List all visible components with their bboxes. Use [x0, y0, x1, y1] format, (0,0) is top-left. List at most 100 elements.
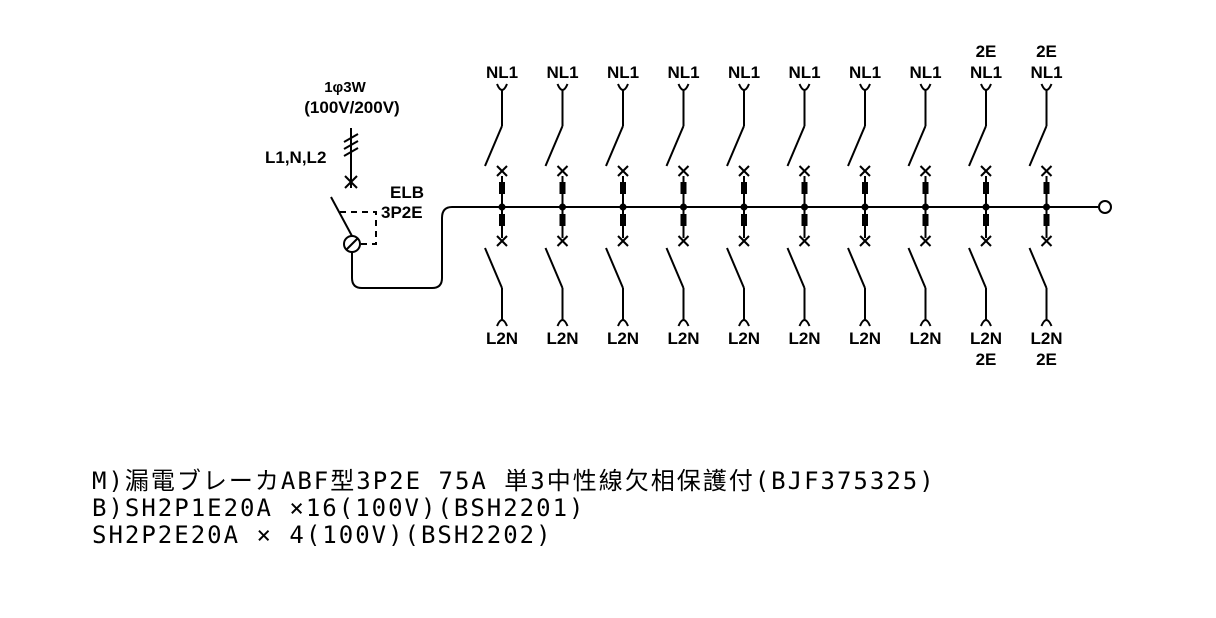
terminal-mark	[677, 83, 690, 91]
branch-top-pole-label: 2E	[1036, 42, 1057, 61]
switch-blade	[665, 247, 685, 289]
contact-x	[556, 235, 569, 247]
branch-bottom-label: L2N	[788, 329, 820, 348]
clip-block	[922, 214, 929, 226]
branch-top-label: NL1	[486, 63, 518, 82]
contact-x	[617, 165, 629, 177]
terminal-mark	[738, 83, 750, 91]
contact-x	[859, 165, 871, 177]
terminal-mark	[1040, 319, 1053, 327]
contact-x	[1040, 235, 1053, 247]
contact-x	[496, 165, 508, 177]
switch-blade	[968, 247, 987, 289]
terminal-mark	[496, 319, 508, 327]
branch-bottom-label: L2N	[849, 329, 881, 348]
branch-bottom-label: L2N	[607, 329, 639, 348]
switch-blade	[847, 247, 866, 289]
contact-x	[980, 165, 992, 177]
clip-block	[559, 182, 566, 194]
contact-x	[980, 235, 992, 247]
supply-voltage-label: (100V/200V)	[304, 98, 399, 117]
switch-blade	[726, 247, 745, 289]
elb-name-label: ELB	[390, 183, 424, 202]
spec-branch-2: SH2P2E20A × 4(100V)(BSH2202)	[92, 521, 553, 549]
bus-junction	[922, 203, 929, 211]
contact-x	[738, 165, 750, 177]
bus-junction	[559, 203, 566, 211]
clip-block	[741, 182, 747, 194]
branch-bottom-label: L2N	[728, 329, 760, 348]
terminal-mark	[496, 83, 508, 91]
branch-bottom-label: L2N	[970, 329, 1002, 348]
switch-blade	[726, 125, 745, 167]
clip-block	[499, 182, 505, 194]
clip-block	[922, 182, 929, 194]
terminal-mark	[1040, 83, 1053, 91]
branch-top-label: NL1	[970, 63, 1002, 82]
contact-x	[798, 165, 811, 177]
clip-block	[1043, 182, 1050, 194]
main-elb-breaker	[330, 196, 1112, 289]
switch-blade	[1028, 247, 1048, 289]
clip-block	[983, 182, 989, 194]
contact-x	[1040, 165, 1053, 177]
terminal-mark	[738, 319, 750, 327]
terminal-mark	[556, 319, 569, 327]
bus-junction	[801, 203, 808, 211]
terminal-mark	[859, 83, 871, 91]
terminal-mark	[798, 83, 811, 91]
contact-x	[919, 165, 932, 177]
terminal-mark	[919, 319, 932, 327]
switch-blade	[1028, 125, 1048, 167]
contact-x	[859, 235, 871, 247]
bus-junction	[498, 203, 506, 211]
contact-x	[798, 235, 811, 247]
bus-junction	[619, 203, 627, 211]
contact-x	[738, 235, 750, 247]
switch-blade	[484, 125, 503, 167]
clip-block	[499, 214, 505, 226]
branch-bottom-label: L2N	[1030, 329, 1062, 348]
elb-poles-label: 3P2E	[381, 203, 423, 222]
branch-top-label: NL1	[546, 63, 578, 82]
switch-blade	[605, 125, 624, 167]
contact-x	[496, 235, 508, 247]
terminal-mark	[980, 319, 992, 327]
contact-x	[677, 235, 690, 247]
branch-bottom-label: L2N	[667, 329, 699, 348]
clip-block	[680, 214, 687, 226]
terminal-mark	[617, 319, 629, 327]
branch-top-pole-label: 2E	[976, 42, 997, 61]
switch-blade	[665, 125, 685, 167]
branch-top-label: NL1	[667, 63, 699, 82]
branch-bottom-pole-label: 2E	[976, 350, 997, 369]
branch-top-label: NL1	[909, 63, 941, 82]
switch-blade	[847, 125, 866, 167]
supply-phase-label: 1φ3W	[324, 79, 366, 96]
bus-junction	[680, 203, 687, 211]
branch-top-label: NL1	[1030, 63, 1062, 82]
switch-blade	[544, 247, 564, 289]
contact-x	[919, 235, 932, 247]
clip-block	[862, 182, 868, 194]
terminal-mark	[617, 83, 629, 91]
bus-junction	[861, 203, 869, 211]
clip-block	[983, 214, 989, 226]
clip-block	[741, 214, 747, 226]
switch-blade	[968, 125, 987, 167]
branch-bottom-pole-label: 2E	[1036, 350, 1057, 369]
terminal-mark	[859, 319, 871, 327]
terminal-mark	[556, 83, 569, 91]
branch-bottom-label: L2N	[546, 329, 578, 348]
terminal-mark	[798, 319, 811, 327]
branch-bottom-label: L2N	[909, 329, 941, 348]
terminal-mark	[919, 83, 932, 91]
clip-block	[680, 182, 687, 194]
switch-blade	[907, 125, 927, 167]
branch-top-label: NL1	[788, 63, 820, 82]
clip-block	[801, 182, 808, 194]
branch-top-label: NL1	[607, 63, 639, 82]
contact-x	[556, 165, 569, 177]
